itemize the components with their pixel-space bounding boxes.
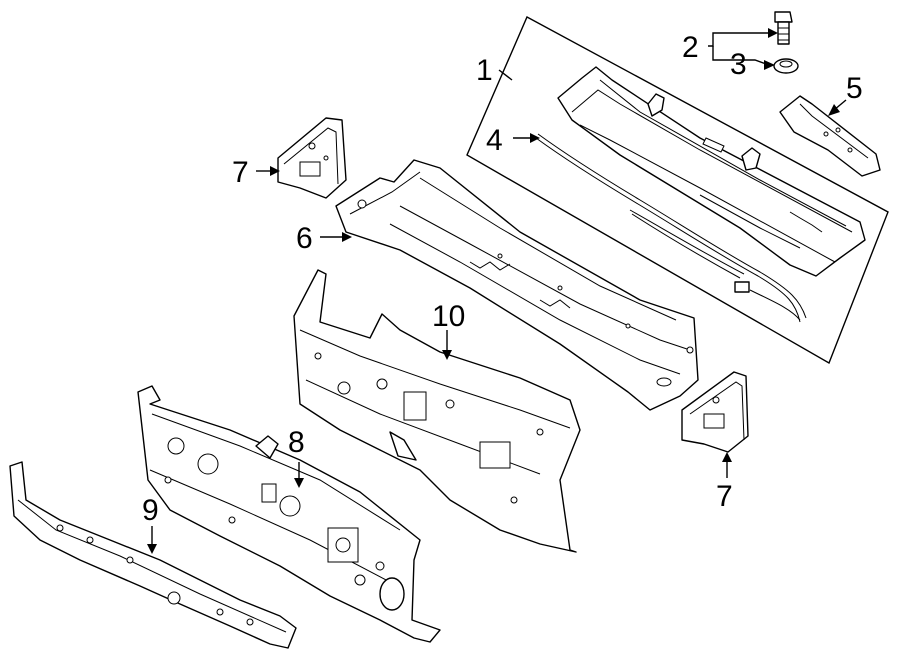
callout-10: 10 bbox=[432, 300, 465, 333]
callout-8: 8 bbox=[288, 426, 305, 459]
callout-1: 1 bbox=[476, 54, 493, 87]
leader-2-arrowhead bbox=[768, 28, 778, 38]
leader-8-arrowhead bbox=[294, 478, 304, 488]
callout-7-lower: 7 bbox=[716, 480, 733, 513]
leader-7-upper-arrowhead bbox=[270, 166, 280, 176]
bracket-part-5 bbox=[779, 95, 881, 177]
leader-5-arrowhead bbox=[828, 104, 840, 116]
leader-3 bbox=[712, 46, 767, 65]
cowl-top-panel bbox=[557, 66, 866, 277]
callout-5: 5 bbox=[846, 72, 863, 105]
leader-3-arrowhead bbox=[764, 60, 775, 70]
leader-9-arrowhead bbox=[147, 544, 157, 554]
bolt-part-2 bbox=[774, 11, 793, 45]
side-bracket-part-7-upper bbox=[277, 117, 347, 199]
crossmember-part-9 bbox=[9, 461, 297, 649]
leader-4-arrowhead bbox=[530, 133, 540, 143]
callout-3: 3 bbox=[730, 48, 747, 81]
cowl-seal-part-4 bbox=[535, 133, 807, 323]
callout-7-upper: 7 bbox=[232, 156, 249, 189]
leader-10-arrowhead bbox=[442, 350, 452, 360]
dash-panel-part-10 bbox=[293, 269, 581, 553]
callout-9: 9 bbox=[142, 494, 159, 527]
callout-4: 4 bbox=[486, 124, 503, 157]
leader-2-bracket bbox=[708, 32, 770, 47]
leader-7-lower-arrowhead bbox=[722, 452, 732, 462]
leader-6-arrowhead bbox=[342, 232, 352, 242]
side-bracket-part-7-lower bbox=[681, 371, 749, 453]
cowl-assembly-box bbox=[466, 16, 889, 365]
callout-2: 2 bbox=[682, 31, 699, 64]
firewall-part-8 bbox=[137, 385, 441, 643]
callout-6: 6 bbox=[296, 222, 313, 255]
grommet-part-3 bbox=[773, 58, 799, 74]
leader-1 bbox=[498, 69, 513, 81]
cowl-panel-part-6 bbox=[335, 159, 699, 411]
